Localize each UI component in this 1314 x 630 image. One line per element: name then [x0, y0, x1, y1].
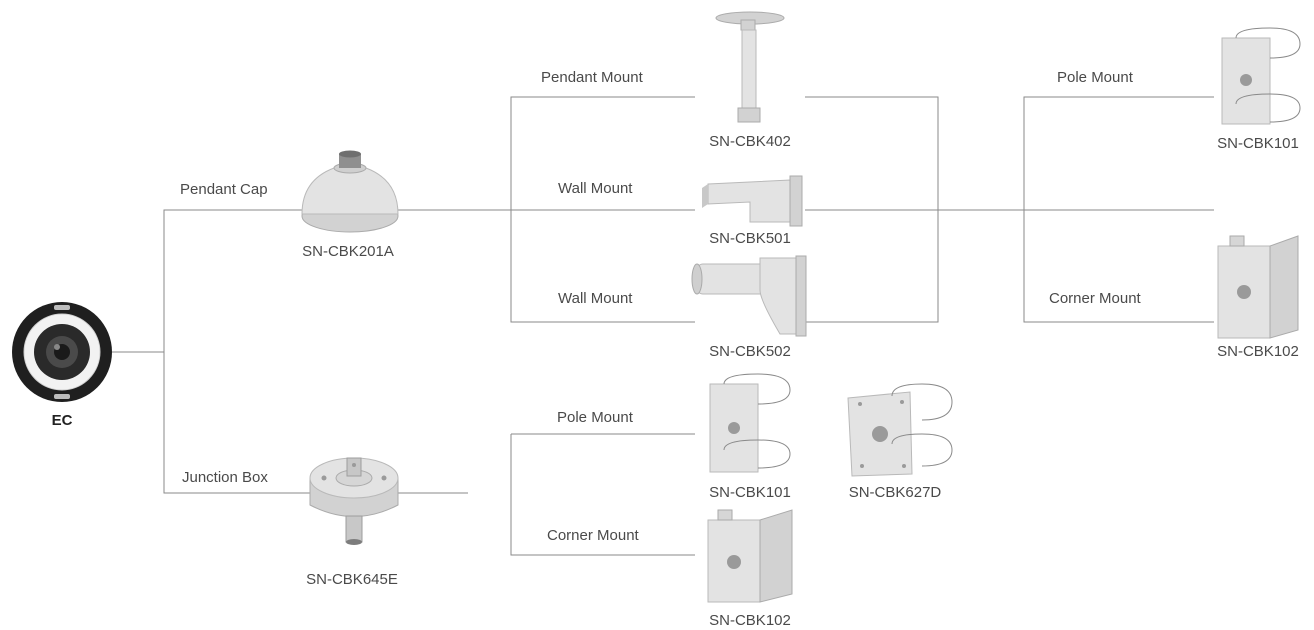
edge-label-wall-mount-1: Wall Mount [558, 180, 633, 197]
pole-mount-top-icon [1222, 28, 1300, 124]
pendant-mount-node[interactable]: SN-CBK402 [709, 12, 791, 150]
node-label-pendant-mount: SN-CBK402 [709, 133, 791, 150]
pole-mount-top-node[interactable]: SN-CBK101 [1217, 28, 1300, 152]
corner-mount-top-node[interactable]: SN-CBK102 [1217, 236, 1299, 360]
edge-label-pole-mount-bottom: Pole Mount [557, 409, 634, 426]
pendant-cap-node[interactable]: SN-CBK201A [302, 151, 398, 261]
junction-box-icon [310, 458, 398, 545]
ec-camera-node[interactable]: EC [12, 302, 112, 429]
edge-label-junction-box: Junction Box [182, 469, 268, 486]
pole-mount-alt-node[interactable]: SN-CBK627D [848, 384, 952, 501]
edge-label-pendant-cap: Pendant Cap [180, 181, 268, 198]
corner-mount-bottom-icon [708, 510, 792, 602]
edge-right-branch [805, 97, 1214, 322]
node-label-wall-mount-1: SN-CBK501 [709, 230, 791, 247]
junction-box-node[interactable]: SN-CBK645E [306, 458, 398, 588]
dome-camera-icon [12, 302, 112, 402]
corner-mount-bottom-node[interactable]: SN-CBK102 [708, 510, 792, 629]
wall-mount-1-icon [702, 176, 802, 226]
node-label-pole-mount-top: SN-CBK101 [1217, 135, 1299, 152]
edge-pendant-cap-branch [398, 97, 695, 322]
pole-mount-alt-icon [848, 384, 952, 476]
corner-mount-top-icon [1218, 236, 1298, 338]
node-label-pendant-cap: SN-CBK201A [302, 243, 394, 260]
pole-mount-bottom-node[interactable]: SN-CBK101 [709, 374, 791, 501]
root-label: EC [52, 412, 73, 429]
edge-label-corner-mount-top: Corner Mount [1049, 290, 1142, 307]
pendant-mount-icon [716, 12, 784, 122]
edge-label-corner-mount-bottom: Corner Mount [547, 527, 640, 544]
edge-label-pole-mount-top: Pole Mount [1057, 69, 1134, 86]
pendant-cap-icon [302, 151, 398, 233]
edge-label-pendant-mount: Pendant Mount [541, 69, 644, 86]
node-label-junction-box: SN-CBK645E [306, 571, 398, 588]
edge-root [112, 210, 310, 493]
node-label-pole-mount-bottom: SN-CBK101 [709, 484, 791, 501]
node-label-corner-mount-bottom: SN-CBK102 [709, 612, 791, 629]
edge-label-wall-mount-2: Wall Mount [558, 290, 633, 307]
node-label-wall-mount-2: SN-CBK502 [709, 343, 791, 360]
wall-mount-2-node[interactable]: SN-CBK502 [692, 256, 806, 360]
node-label-pole-mount-alt: SN-CBK627D [849, 484, 942, 501]
wall-mount-1-node[interactable]: SN-CBK501 [702, 176, 802, 247]
node-label-corner-mount-top: SN-CBK102 [1217, 343, 1299, 360]
connector-lines [112, 97, 1214, 555]
wall-mount-2-icon [692, 256, 806, 336]
pole-mount-bottom-icon [710, 374, 790, 472]
